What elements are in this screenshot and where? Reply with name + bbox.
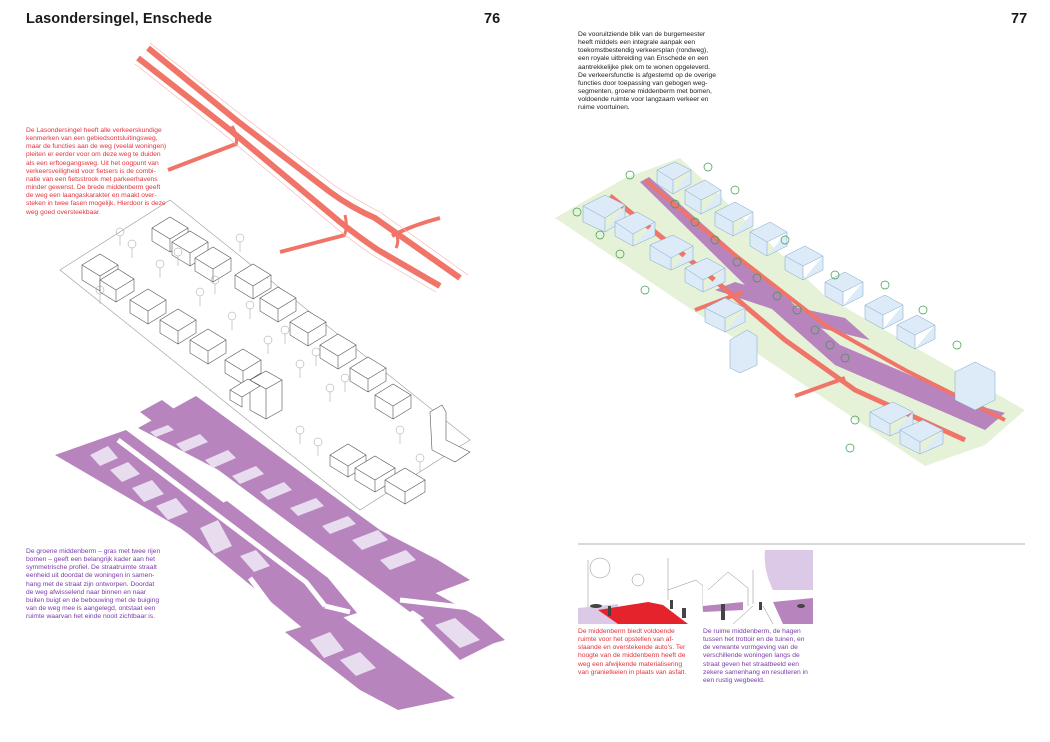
crossing-curve-3 xyxy=(393,231,400,249)
road-network-illustration xyxy=(134,42,469,293)
lilac-trees xyxy=(764,550,813,590)
road-upper-lane xyxy=(146,45,462,281)
intro-text-right: De vooruitziende blik van de burgemeeste… xyxy=(578,31,716,112)
pedestrian-figures xyxy=(590,600,686,618)
side-road-left-1 xyxy=(167,142,237,172)
building-row-2 xyxy=(151,216,412,420)
houses-blue xyxy=(582,161,996,455)
trees-green xyxy=(572,162,962,453)
right-page: 77 De vooruitziende blik van de burgemee… xyxy=(525,0,1050,742)
trees xyxy=(95,227,425,472)
building-footprints xyxy=(90,425,480,676)
road-gaps xyxy=(116,438,471,627)
building-row-1 xyxy=(81,253,283,420)
street-sketch-purple xyxy=(703,550,813,625)
street-sketch-red xyxy=(578,550,704,624)
figure-ground-illustration xyxy=(55,396,505,710)
building-row-3 xyxy=(329,404,471,505)
intro-text-left: De Lasondersingel heeft alle verkeerskun… xyxy=(26,127,167,216)
buildings-trees-illustration xyxy=(59,199,471,511)
side-road-left-2 xyxy=(279,233,346,254)
page-number-left: 76 xyxy=(484,11,501,27)
left-page: Lasondersingel, Enschede 76 De Lasonders… xyxy=(26,11,505,710)
site-outline xyxy=(59,199,471,511)
page-title: Lasondersingel, Enschede xyxy=(26,11,213,27)
page-number-right: 77 xyxy=(1011,11,1028,27)
green-berm-text: De groene middenberm – gras met twee rij… xyxy=(26,548,161,621)
block-top-right xyxy=(138,396,470,602)
section-divider xyxy=(578,543,1025,545)
road-lower-lane xyxy=(136,55,442,289)
pedestrian-figures-2 xyxy=(721,602,805,620)
red-crossing xyxy=(598,602,688,624)
caption-red: De middenberm biedt voldoende ruimte voo… xyxy=(578,628,687,676)
composite-street-illustration xyxy=(555,158,1025,466)
caption-purple: De ruime middenberm, de hagen tussen het… xyxy=(703,628,808,684)
